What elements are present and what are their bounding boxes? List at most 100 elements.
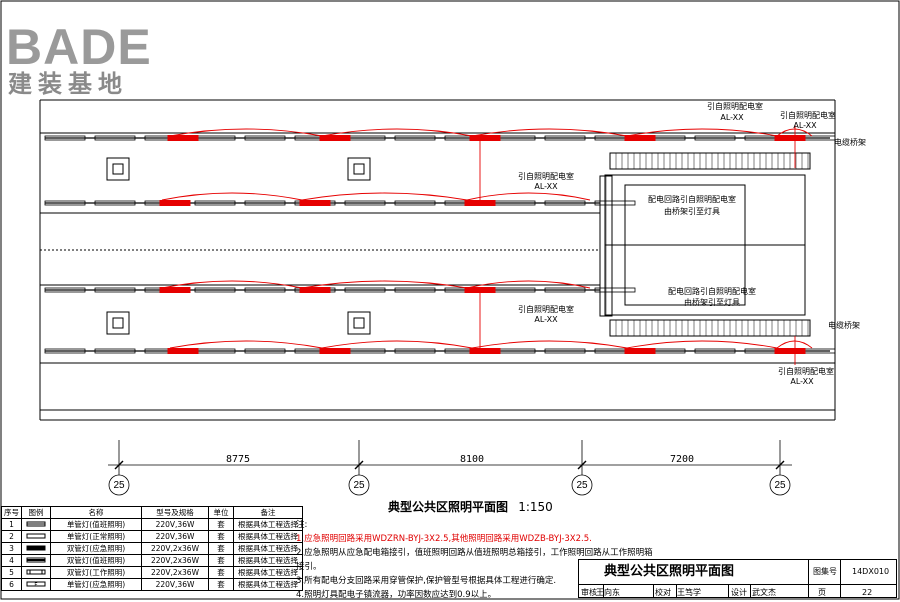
column	[347, 157, 371, 181]
legend-cell-remark: 根据具体工程选择	[233, 554, 303, 567]
legend-row: 5 双管灯(工作照明) 220V,2x36W 套 根据具体工程选择	[1, 566, 303, 579]
legend-header-spec: 型号及规格	[141, 506, 209, 519]
label-from-room-bottom-code: AL-XX	[790, 377, 814, 386]
dimension-slash	[775, 460, 785, 470]
lamp-fixture	[94, 200, 136, 206]
column	[347, 311, 371, 335]
legend-cell-remark: 根据具体工程选择	[233, 530, 303, 543]
circuit-arc	[471, 128, 628, 137]
label-dist-text-2b: 由桥架引至灯具	[684, 298, 740, 307]
notes-title: 注:	[296, 520, 308, 530]
note-2-cont: 接引。	[296, 562, 322, 572]
legend-symbol	[21, 542, 51, 555]
title-block-frame	[578, 559, 897, 598]
emergency-lamp-fixture	[319, 348, 351, 354]
legend-cell-remark: 根据具体工程选择	[233, 566, 303, 579]
note-3: 3.所有配电分支回路采用穿管保护,保护管型号根据具体工程进行确定.	[296, 576, 557, 586]
circuit-arc	[321, 128, 473, 137]
station-structure	[39, 99, 836, 421]
label-from-room-top-2-code: AL-XX	[793, 121, 817, 130]
lamp-fixture	[594, 200, 636, 206]
dimension-slash	[114, 460, 124, 470]
axis-label-4: 25	[774, 480, 786, 491]
plan-title-text: 典型公共区照明平面图	[388, 500, 509, 514]
column-core	[112, 317, 124, 329]
lamp-fixture	[394, 200, 436, 206]
legend-header-unit: 单位	[208, 506, 234, 519]
column	[106, 311, 130, 335]
lamp-fixture	[244, 287, 286, 293]
double-tube-lamp-icon	[26, 557, 46, 563]
title-block-proof-label: 校对	[655, 588, 671, 597]
lamp-fixture	[44, 287, 86, 293]
label-from-room-top-1-code: AL-XX	[720, 113, 744, 122]
dimension-1: 8775	[225, 454, 251, 465]
lamp-fixture	[44, 200, 86, 206]
legend-row: 3 双管灯(应急照明) 220V,2x36W 套 根据具体工程选择	[1, 542, 303, 555]
lamp-fixture	[544, 200, 586, 206]
legend-header-no: 序号	[1, 506, 22, 519]
emergency-lamp-fixture	[299, 200, 331, 206]
legend-cell-no: 5	[1, 566, 22, 579]
title-block-atlas-no: 14DX010	[852, 567, 890, 576]
plan-title: 典型公共区照明平面图 1:150	[388, 501, 553, 513]
lamp-fixture	[694, 348, 736, 354]
svg-text:E: E	[34, 583, 37, 588]
legend-cell-remark: 根据具体工程选择	[233, 542, 303, 555]
circuit-arc	[776, 340, 813, 349]
legend-cell-no: 2	[1, 530, 22, 543]
axis-bubble	[348, 474, 370, 496]
legend-cell-spec: 220V,2x36W	[141, 554, 209, 567]
lamp-fixture	[194, 200, 236, 206]
title-block-atlas-label: 图集号	[813, 567, 837, 576]
legend-cell-spec: 220V,36W	[141, 518, 209, 531]
note-2: 2.应急照明从应急配电箱接引，值班照明回路从值班照明总箱接引，工作照明回路从工作…	[296, 548, 653, 558]
lamp-fixture	[44, 135, 86, 141]
axis-bubble	[769, 474, 791, 496]
legend-cell-spec: 220V,2x36W	[141, 542, 209, 555]
legend-cell-remark: 根据具体工程选择	[233, 518, 303, 531]
axis-bubble	[108, 474, 130, 496]
circuit-arc	[626, 128, 778, 137]
emergency-lamp-fixture	[159, 287, 191, 293]
emergency-lamp-fixture	[167, 135, 199, 141]
legend-cell-unit: 套	[208, 554, 234, 567]
column-core	[353, 163, 365, 175]
plan-scale: 1:150	[518, 500, 553, 514]
legend-cell-name: 单管灯(值班照明)	[50, 518, 142, 531]
emergency-lamp-fixture	[624, 135, 656, 141]
lamp-fixture	[94, 135, 136, 141]
legend-symbol: E	[21, 578, 51, 591]
legend-cell-no: 3	[1, 542, 22, 555]
lamp-fixture	[344, 200, 386, 206]
label-from-room-top-2: 引自照明配电室	[780, 111, 836, 120]
legend-cell-spec: 220V,36W	[141, 578, 209, 591]
label-dist-text-1b: 由桥架引至灯具	[664, 207, 720, 216]
circuit-arc	[471, 340, 628, 349]
circuit-arc	[626, 340, 778, 349]
legend-cell-name: 单管灯(正常照明)	[50, 530, 142, 543]
circuit-arc	[466, 280, 591, 289]
legend-cell-unit: 套	[208, 578, 234, 591]
lamp-fixture	[544, 287, 586, 293]
circuit-arc	[161, 192, 303, 201]
label-from-room-bottom: 引自照明配电室	[778, 367, 834, 376]
double-tube-lamp-icon	[26, 569, 46, 575]
legend-cell-spec: 220V,36W	[141, 530, 209, 543]
legend-symbol	[21, 518, 51, 531]
single-tube-lamp-icon	[26, 521, 46, 527]
title-block-reviewer: 王向东	[596, 588, 620, 597]
lamp-fixture	[544, 135, 586, 141]
legend-header-name: 名称	[50, 506, 142, 519]
lamp-fixture	[394, 348, 436, 354]
legend-cell-unit: 套	[208, 566, 234, 579]
dimension-2: 8100	[459, 454, 485, 465]
logo-text: BADE	[6, 19, 152, 75]
legend-header-remark: 备注	[233, 506, 303, 519]
emergency-lamp-icon: E	[26, 581, 46, 589]
legend-table: 序号 图例 名称 型号及规格 单位 备注 1 单管灯(值班照明) 220V,36…	[1, 506, 303, 591]
legend-cell-name: 单管灯(应急照明)	[50, 578, 142, 591]
label-from-room-mid-1-code: AL-XX	[534, 182, 558, 191]
legend-row: 2 单管灯(正常照明) 220V,36W 套 根据具体工程选择	[1, 530, 303, 543]
